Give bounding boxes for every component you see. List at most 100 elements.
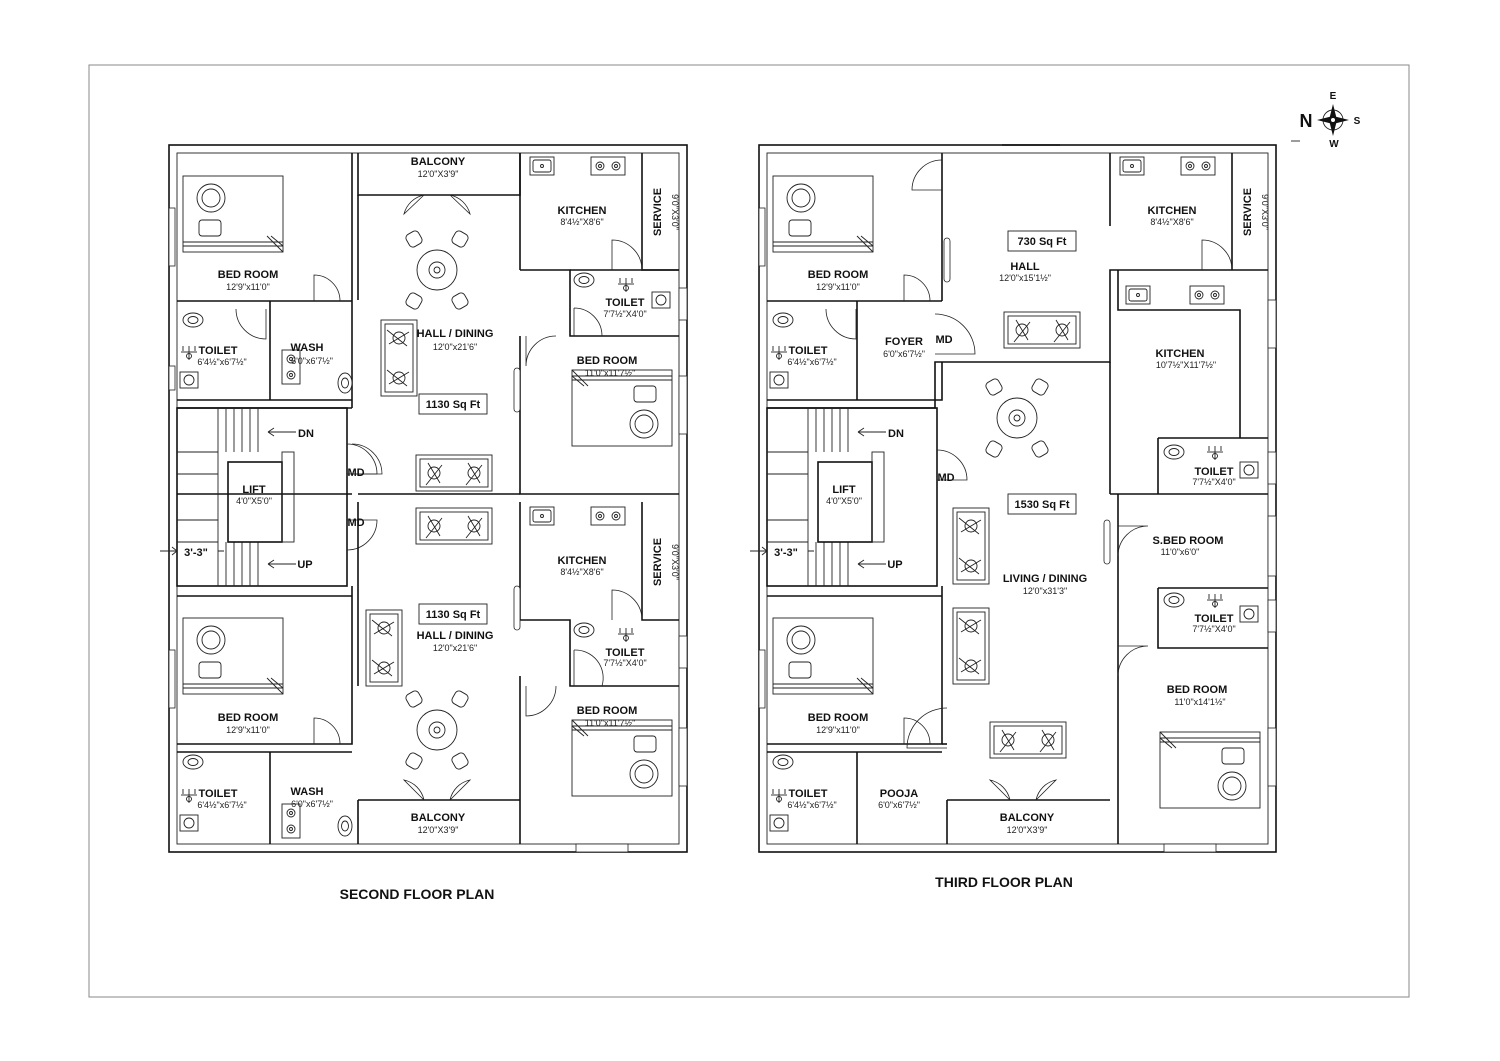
tf-b-toilet-mid-dim: 7'7½"X4'0"	[1192, 624, 1235, 634]
tf-b-md: MD	[937, 472, 954, 484]
second-unit-a: BALCONY 12'0"X3'9" KITCHEN 8'4½"X8'6" SE…	[168, 153, 688, 495]
tf-b-bed-left-dim: 12'9"x11'0"	[816, 725, 860, 735]
tf-a-hall-dim: 12'0"x15'1½"	[999, 273, 1051, 283]
sf-lift: LIFT	[242, 484, 265, 496]
sf-b-kitchen: KITCHEN	[558, 555, 607, 567]
tf-b-toilet-mid: TOILET	[1195, 613, 1234, 625]
sf-a-balcony-dim: 12'0"X3'9"	[418, 169, 459, 179]
tf-b-bed-left: BED ROOM	[808, 712, 869, 724]
tf-lift-dim: 4'0"X5'0"	[826, 496, 862, 506]
sf-b-kitchen-dim: 8'4½"X8'6"	[560, 567, 603, 577]
tf-b-kitchen: KITCHEN	[1156, 348, 1205, 360]
tf-up: UP	[887, 559, 902, 571]
sf-a-toilet-right: TOILET	[606, 297, 645, 309]
tf-b-pooja-dim: 6'0"x6'7½"	[878, 800, 920, 810]
tf-b-toilet-top-dim: 7'7½"X4'0"	[1192, 477, 1235, 487]
sf-b-balcony-dim: 12'0"X3'9"	[418, 825, 459, 835]
compass-rose-icon: N E S W	[1291, 91, 1361, 150]
tf-b-area: 1530 Sq Ft	[1014, 499, 1069, 511]
sf-md-bottom: MD	[347, 517, 364, 529]
sf-stair-width: 3'-3"	[184, 547, 208, 559]
sf-b-balcony: BALCONY	[411, 812, 466, 824]
tf-b-bed-right: BED ROOM	[1167, 684, 1228, 696]
sf-a-balcony: BALCONY	[411, 156, 466, 168]
sf-b-bed-right: BED ROOM	[577, 705, 638, 717]
tf-b-balcony-dim: 12'0"X3'9"	[1007, 825, 1048, 835]
sf-dn: DN	[298, 428, 314, 440]
sf-a-kitchen-dim: 8'4½"X8'6"	[560, 217, 603, 227]
third-unit-b: KITCHEN 10'7½"X11'7½" TOILET 7'7½"X4'0" …	[758, 270, 1277, 853]
sf-b-hall: HALL / DINING	[417, 630, 494, 642]
sf-a-bed-left: BED ROOM	[218, 269, 279, 281]
tf-a-kitchen-dim: 8'4½"X8'6"	[1150, 217, 1193, 227]
tf-b-sbed: S.BED ROOM	[1153, 535, 1224, 547]
sf-a-wash: WASH	[291, 342, 324, 354]
tf-b-living: LIVING / DINING	[1003, 573, 1087, 585]
tf-b-toilet-top: TOILET	[1195, 466, 1234, 478]
tf-a-md: MD	[935, 334, 952, 346]
sf-a-service-dim: 9'0"X3'0"	[670, 194, 680, 230]
sf-b-bed-right-dim: 11'0"x11'7½"	[585, 718, 636, 728]
tf-a-bed-dim: 12'9"x11'0"	[816, 282, 860, 292]
sf-a-hall-dim: 12'0"x21'6"	[433, 342, 477, 352]
sf-b-wash: WASH	[291, 786, 324, 798]
second-floor-core: LIFT 4'0"X5'0" DN UP MD MD 3'-3"	[160, 407, 378, 587]
second-floor-plan: BALCONY 12'0"X3'9" KITCHEN 8'4½"X8'6" SE…	[160, 144, 688, 902]
second-floor-title: SECOND FLOOR PLAN	[340, 886, 495, 902]
sheet-border	[88, 64, 1410, 998]
tf-lift: LIFT	[832, 484, 855, 496]
sf-a-toilet-left: TOILET	[199, 345, 238, 357]
third-floor-plan: KITCHEN 8'4½"X8'6" SERVICE 9'0"X3'0" 730…	[750, 144, 1277, 890]
third-floor-core: LIFT 4'0"X5'0" DN UP 3'-3"	[750, 407, 968, 587]
sf-up: UP	[297, 559, 312, 571]
tf-a-foyer: FOYER	[885, 336, 923, 348]
sf-a-area: 1130 Sq Ft	[426, 399, 481, 411]
second-unit-b: KITCHEN 8'4½"X8'6" SERVICE 9'0"X3'0" 113…	[168, 502, 688, 853]
sf-a-toilet-left-dim: 6'4½"x6'7½"	[197, 357, 246, 367]
tf-dn: DN	[888, 428, 904, 440]
sf-b-bed-left-dim: 12'9"x11'0"	[226, 725, 270, 735]
sf-md-top: MD	[347, 467, 364, 479]
compass-w: W	[1329, 139, 1339, 150]
sf-a-kitchen: KITCHEN	[558, 205, 607, 217]
compass-e: E	[1330, 91, 1337, 102]
sf-b-toilet-right: TOILET	[606, 647, 645, 659]
tf-b-kitchen-dim: 10'7½"X11'7½"	[1156, 360, 1216, 370]
sf-b-service-dim: 9'0"X3'0"	[670, 544, 680, 580]
sf-b-toilet-left: TOILET	[199, 788, 238, 800]
sf-a-hall: HALL / DINING	[417, 328, 494, 340]
tf-b-living-dim: 12'0"x31'3"	[1023, 586, 1067, 596]
tf-b-toilet-left: TOILET	[789, 788, 828, 800]
sf-a-toilet-right-dim: 7'7½"X4'0"	[603, 309, 646, 319]
sf-a-bed-right-dim: 11'0"x11'7½"	[585, 368, 636, 378]
tf-b-pooja: POOJA	[880, 788, 919, 800]
tf-b-bed-right-dim: 11'0"x14'1½"	[1174, 697, 1225, 707]
third-floor-title: THIRD FLOOR PLAN	[935, 874, 1073, 890]
tf-stair-width: 3'-3"	[774, 547, 798, 559]
sf-b-toilet-left-dim: 6'4½"x6'7½"	[197, 800, 246, 810]
third-unit-a: KITCHEN 8'4½"X8'6" SERVICE 9'0"X3'0" 730…	[758, 144, 1270, 409]
sf-b-hall-dim: 12'0"x21'6"	[433, 643, 477, 653]
sf-b-service: SERVICE	[652, 538, 664, 586]
tf-a-kitchen: KITCHEN	[1148, 205, 1197, 217]
tf-a-hall: HALL	[1010, 261, 1040, 273]
tf-a-service: SERVICE	[1242, 188, 1254, 236]
sf-a-bed-right: BED ROOM	[577, 355, 638, 367]
sf-lift-dim: 4'0"X5'0"	[236, 496, 272, 506]
tf-a-toilet: TOILET	[789, 345, 828, 357]
sf-b-toilet-right-dim: 7'7½"X4'0"	[603, 658, 646, 668]
sf-a-bed-left-dim: 12'9"x11'0"	[226, 282, 270, 292]
tf-a-foyer-dim: 6'0"x6'7½"	[883, 349, 925, 359]
sf-b-area: 1130 Sq Ft	[426, 609, 481, 621]
tf-a-service-dim: 9'0"X3'0"	[1260, 194, 1270, 230]
sf-b-bed-left: BED ROOM	[218, 712, 279, 724]
tf-b-sbed-dim: 11'0"x6'0"	[1161, 547, 1200, 557]
sf-b-wash-dim: 6'0"x6'7½"	[291, 799, 333, 809]
sf-a-service: SERVICE	[652, 188, 664, 236]
compass-n: N	[1300, 111, 1313, 131]
tf-b-balcony: BALCONY	[1000, 812, 1055, 824]
tf-a-toilet-dim: 6'4½"x6'7½"	[787, 357, 836, 367]
sf-a-wash-dim: 6'0"x6'7½"	[291, 356, 333, 366]
tf-a-area: 730 Sq Ft	[1018, 236, 1067, 248]
